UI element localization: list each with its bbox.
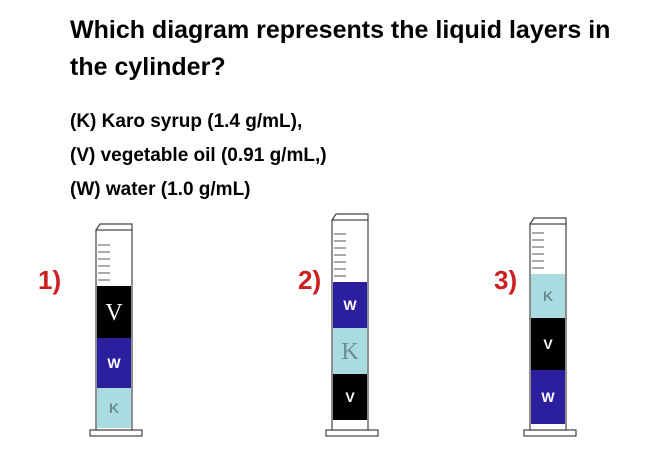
cylinder-diagram-1: V W K bbox=[89, 223, 143, 437]
cylinder-diagram-3: K V W bbox=[523, 217, 577, 437]
layer-label-v: V bbox=[105, 300, 123, 326]
liquid-layer-v bbox=[531, 318, 565, 370]
cylinder-spout bbox=[529, 217, 567, 225]
cylinder-diagram-2: W K V bbox=[325, 213, 379, 437]
substance-w-line: (W) water (1.0 g/mL) bbox=[70, 179, 251, 200]
layer-label-k: K bbox=[109, 400, 119, 416]
liquid-layer-k bbox=[531, 274, 565, 318]
liquid-layer-w bbox=[97, 338, 131, 388]
layer-label-v: V bbox=[543, 336, 553, 352]
layer-label-k: K bbox=[341, 339, 359, 365]
liquid-layer-v bbox=[97, 286, 131, 338]
layer-label-w: W bbox=[541, 389, 555, 405]
cylinder-spout bbox=[95, 223, 133, 231]
liquid-layer-w bbox=[531, 370, 565, 424]
diagram-1-number: 1) bbox=[38, 265, 62, 295]
liquid-layer-v bbox=[333, 374, 367, 420]
cylinder-spout bbox=[331, 213, 369, 221]
layer-label-w: W bbox=[343, 297, 357, 313]
layer-label-w: W bbox=[107, 355, 121, 371]
cylinder-base bbox=[89, 429, 143, 437]
question-title: Which diagram represents the liquid laye… bbox=[70, 16, 611, 81]
layer-label-k: K bbox=[543, 288, 553, 304]
substance-v-line: (V) vegetable oil (0.91 g/mL,) bbox=[70, 145, 327, 166]
cylinder-base bbox=[523, 429, 577, 437]
liquid-layer-w bbox=[333, 282, 367, 328]
substance-k-line: (K) Karo syrup (1.4 g/mL), bbox=[70, 111, 303, 132]
liquid-layer-k bbox=[333, 328, 367, 374]
liquid-layer-k bbox=[97, 388, 131, 428]
diagram-2-number: 2) bbox=[298, 265, 322, 295]
diagram-3-number: 3) bbox=[494, 265, 518, 295]
cylinder-base bbox=[325, 429, 379, 437]
layer-label-v: V bbox=[345, 389, 355, 405]
